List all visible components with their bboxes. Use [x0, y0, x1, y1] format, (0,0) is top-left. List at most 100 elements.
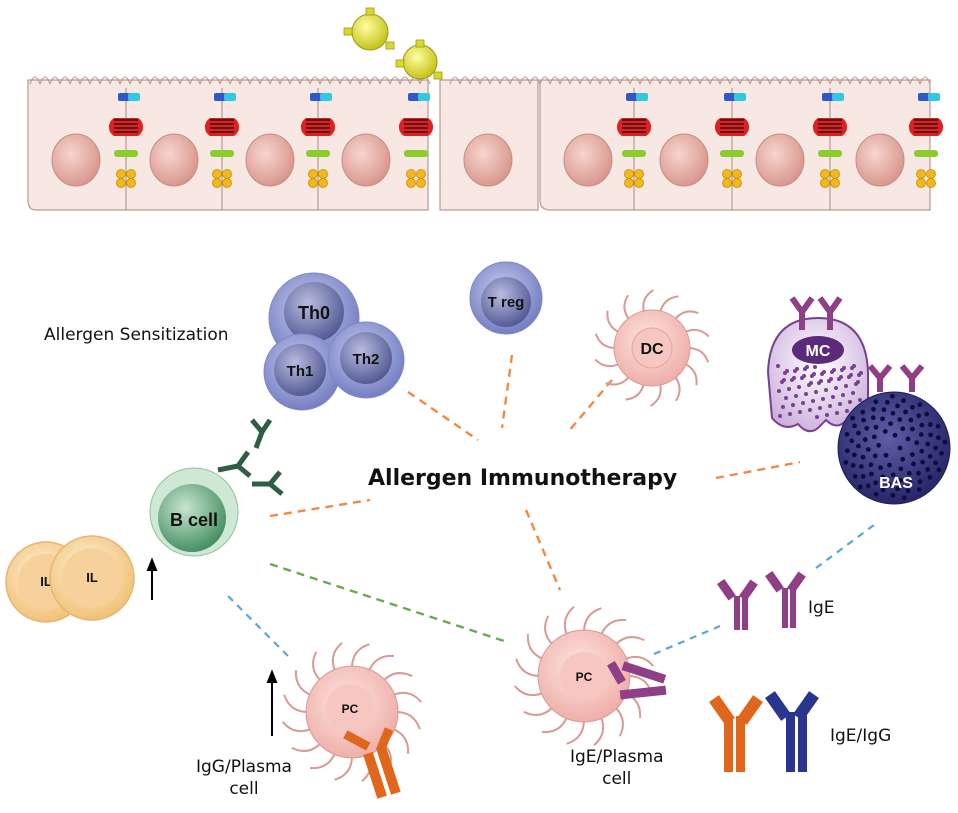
ige-plasma-line-1: IgE/Plasma: [570, 747, 664, 767]
allergen-particle-1: [343, 7, 395, 51]
th2-cell: Th2: [327, 321, 405, 399]
mast-cell-granule: [781, 405, 785, 409]
basophil-granule: [895, 486, 900, 492]
adherens-junction: [300, 118, 336, 136]
basophil-granule: [882, 429, 888, 434]
basophil-granule: [910, 404, 915, 410]
gap-junction: [634, 169, 644, 179]
gap-junction: [416, 169, 426, 179]
basophil-granule: [928, 432, 934, 438]
mast-cell-granule: [819, 379, 823, 383]
th1-cell: Th1: [263, 333, 341, 411]
desmosome: [720, 150, 744, 157]
basophil-granule: [903, 409, 909, 415]
basophil-granule: [844, 431, 850, 437]
mast-cell-granule: [858, 398, 862, 402]
basophil-granule: [909, 426, 915, 432]
gap-junction: [732, 169, 742, 179]
dendrite-arm: [392, 691, 423, 703]
mast-cell-granule: [797, 385, 801, 389]
gap-junction: [222, 178, 232, 188]
dendrite-arm: [351, 643, 370, 669]
il-front-label: IL: [86, 570, 98, 585]
basophil-granule: [880, 487, 886, 493]
mast-cell-granule: [829, 377, 833, 381]
basophil-granule: [887, 462, 892, 468]
tight-junction: [128, 93, 140, 101]
mast-cell-granule: [785, 369, 789, 373]
dendrite-arm: [515, 658, 541, 677]
basophil-granule: [850, 462, 856, 468]
mast-cell-granule: [784, 396, 788, 400]
mast-cell-granule: [805, 365, 809, 369]
basophil-granule: [862, 437, 868, 442]
gap-junction: [830, 169, 840, 179]
basophil-granule: [865, 447, 871, 452]
basophil-granule: [878, 465, 883, 471]
nucleus: [341, 133, 391, 187]
nucleus: [245, 133, 295, 187]
pc-left-label: PC: [342, 702, 359, 716]
ige-plasma-line-2: cell: [602, 769, 632, 789]
basophil-granule: [907, 480, 913, 486]
ige-antibody-pair: [716, 570, 806, 630]
basophil-granule: [919, 448, 925, 454]
pc-right-label: PC: [576, 670, 593, 684]
basophil-granule: [888, 421, 893, 427]
nucleus: [463, 133, 513, 187]
basophil-granule: [869, 471, 874, 477]
center-title: Allergen Immunotherapy: [368, 466, 678, 491]
basophil-granule: [916, 413, 922, 419]
b-cell: B cell: [149, 418, 284, 557]
basophil-granule: [890, 410, 896, 416]
dendritic-cell: DC: [594, 289, 710, 407]
ige-plasma-cell-label: IgE/Plasma cell: [570, 746, 664, 790]
blue-links: [227, 521, 879, 657]
mast-cell-granule: [776, 364, 780, 368]
mast-cell: MC: [766, 296, 869, 433]
mast-cell-granule: [849, 373, 853, 377]
basophil-granule: [868, 462, 874, 468]
basophil-granule: [906, 470, 912, 476]
dendrite-arm: [331, 641, 343, 672]
dendrite-arm: [583, 607, 602, 633]
basophil-granule: [897, 417, 903, 422]
basophil-granule: [861, 417, 866, 423]
basophil-granule: [901, 495, 907, 501]
tight-junction: [636, 93, 648, 101]
basophil-granule: [939, 450, 944, 456]
basophil-granule: [942, 439, 948, 445]
bas-label: BAS: [879, 475, 913, 492]
tight-junction: [418, 93, 430, 101]
mast-cell-granule: [811, 399, 815, 403]
gap-junction: [126, 169, 136, 179]
dendrite-arm: [624, 655, 655, 667]
nucleus: [563, 133, 613, 187]
nucleus: [855, 133, 905, 187]
gap-junction: [820, 178, 830, 188]
mast-cell-granule: [809, 381, 813, 385]
mast-cell-granule: [844, 384, 848, 388]
mast-cell-granule: [834, 386, 838, 390]
gap-junction: [406, 169, 416, 179]
basophil-granule: [895, 403, 900, 409]
nucleus: [755, 133, 805, 187]
basophil-granule: [933, 460, 938, 466]
desmosome: [404, 150, 428, 157]
basophil-granule: [886, 481, 892, 487]
mast-cell-granule: [804, 392, 808, 396]
ige-label: IgE: [808, 598, 835, 618]
basophil-granule: [873, 424, 879, 430]
gap-junction: [222, 169, 232, 179]
dendrite-arm: [382, 672, 413, 682]
dendrite-arm: [392, 727, 410, 755]
nucleus: [659, 133, 709, 187]
epithelium-layer: [27, 76, 944, 211]
basophil-granule: [870, 415, 876, 421]
basophil-granule: [890, 492, 896, 498]
tight-junction: [928, 93, 940, 101]
mast-cell-granule: [825, 413, 829, 417]
mast-cell-granule: [794, 394, 798, 398]
dendrite-arm: [683, 362, 698, 386]
basophil-granule: [880, 416, 885, 422]
